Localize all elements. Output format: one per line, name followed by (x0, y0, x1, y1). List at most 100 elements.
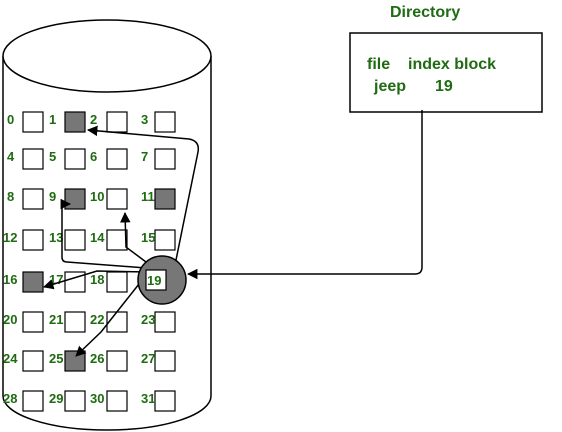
block-label: 20 (3, 312, 17, 327)
block-label: 4 (7, 149, 15, 164)
block-label: 2 (90, 112, 97, 127)
block-31: 31 (141, 390, 176, 412)
block-square (154, 350, 176, 372)
pointer-to-block-1 (86, 125, 200, 261)
block-square (64, 271, 86, 293)
block-square (64, 148, 86, 170)
block-label: 12 (3, 230, 17, 245)
block-label: 26 (90, 351, 104, 366)
block-square (154, 390, 176, 412)
directory-title: Directory (390, 4, 460, 21)
block-label: 14 (90, 230, 105, 245)
block-5: 5 (49, 148, 86, 170)
block-29: 29 (49, 390, 86, 412)
block-square (22, 271, 44, 293)
index-block-19: 19 (137, 255, 187, 305)
block-square (106, 390, 128, 412)
block-label: 23 (141, 312, 155, 327)
block-17: 17 (49, 271, 86, 293)
block-square (22, 390, 44, 412)
block-square (106, 229, 128, 251)
block-square (154, 188, 176, 210)
block-label: 27 (141, 351, 155, 366)
block-label: 7 (141, 149, 148, 164)
block-label: 8 (7, 189, 14, 204)
block-28: 28 (3, 390, 44, 412)
block-26: 26 (90, 350, 128, 372)
cylinder-top (2, 19, 212, 93)
block-3: 3 (141, 111, 176, 133)
index-block-label: 19 (147, 273, 161, 288)
block-label: 31 (141, 391, 155, 406)
block-square (22, 148, 44, 170)
block-16: 16 (3, 271, 44, 293)
block-label: 11 (141, 189, 155, 204)
block-label: 6 (90, 149, 97, 164)
block-square (106, 188, 128, 210)
block-square (106, 148, 128, 170)
block-label: 22 (90, 312, 104, 327)
block-square (64, 350, 86, 372)
block-label: 16 (3, 272, 17, 287)
block-8: 8 (7, 188, 44, 210)
block-7: 7 (141, 148, 176, 170)
block-27: 27 (141, 350, 176, 372)
block-label: 0 (7, 112, 14, 127)
directory-entry-index: 19 (435, 78, 453, 95)
block-label: 1 (49, 112, 56, 127)
block-label: 21 (49, 312, 63, 327)
block-square (22, 229, 44, 251)
block-square (154, 311, 176, 333)
block-label: 28 (3, 391, 17, 406)
block-1: 1 (49, 111, 86, 133)
block-square (106, 111, 128, 133)
block-label: 9 (49, 189, 56, 204)
block-square (22, 188, 44, 210)
block-18: 18 (90, 271, 128, 293)
block-label: 5 (49, 149, 56, 164)
block-square (64, 111, 86, 133)
block-square (22, 311, 44, 333)
block-square (106, 311, 128, 333)
block-10: 10 (90, 188, 128, 210)
block-square (154, 229, 176, 251)
block-label: 3 (141, 112, 148, 127)
block-21: 21 (49, 311, 86, 333)
block-15: 15 (141, 229, 176, 251)
pointer-to-block-9 (60, 198, 147, 269)
pointer-to-block-10 (120, 211, 151, 266)
block-label: 15 (141, 230, 155, 245)
directory-header-file: file (367, 56, 390, 73)
block-square (154, 148, 176, 170)
block-label: 13 (49, 230, 63, 245)
block-label: 10 (90, 189, 104, 204)
pointer-to-block-16 (42, 270, 151, 290)
block-4: 4 (7, 148, 44, 170)
block-square (22, 350, 44, 372)
block-13: 13 (49, 229, 86, 251)
block-square (154, 111, 176, 133)
block-24: 24 (3, 350, 44, 372)
block-11: 11 (141, 188, 176, 210)
block-square (22, 111, 44, 133)
directory-entry-file: jeep (373, 78, 406, 95)
block-30: 30 (90, 390, 128, 412)
block-square (64, 229, 86, 251)
directory-header-index: index block (408, 56, 496, 73)
block-square (64, 188, 86, 210)
block-20: 20 (3, 311, 44, 333)
block-12: 12 (3, 229, 44, 251)
index-block-square (145, 269, 167, 291)
block-square (106, 350, 128, 372)
block-0: 0 (7, 111, 44, 133)
pointer-to-block-25 (75, 283, 140, 357)
directory-to-index-arrow (186, 110, 423, 280)
block-14: 14 (90, 229, 128, 251)
block-label: 24 (3, 351, 18, 366)
block-square (106, 271, 128, 293)
directory-table: Directory file index block jeep 19 (349, 4, 543, 113)
index-block-pointers (42, 125, 200, 357)
block-label: 25 (49, 351, 63, 366)
